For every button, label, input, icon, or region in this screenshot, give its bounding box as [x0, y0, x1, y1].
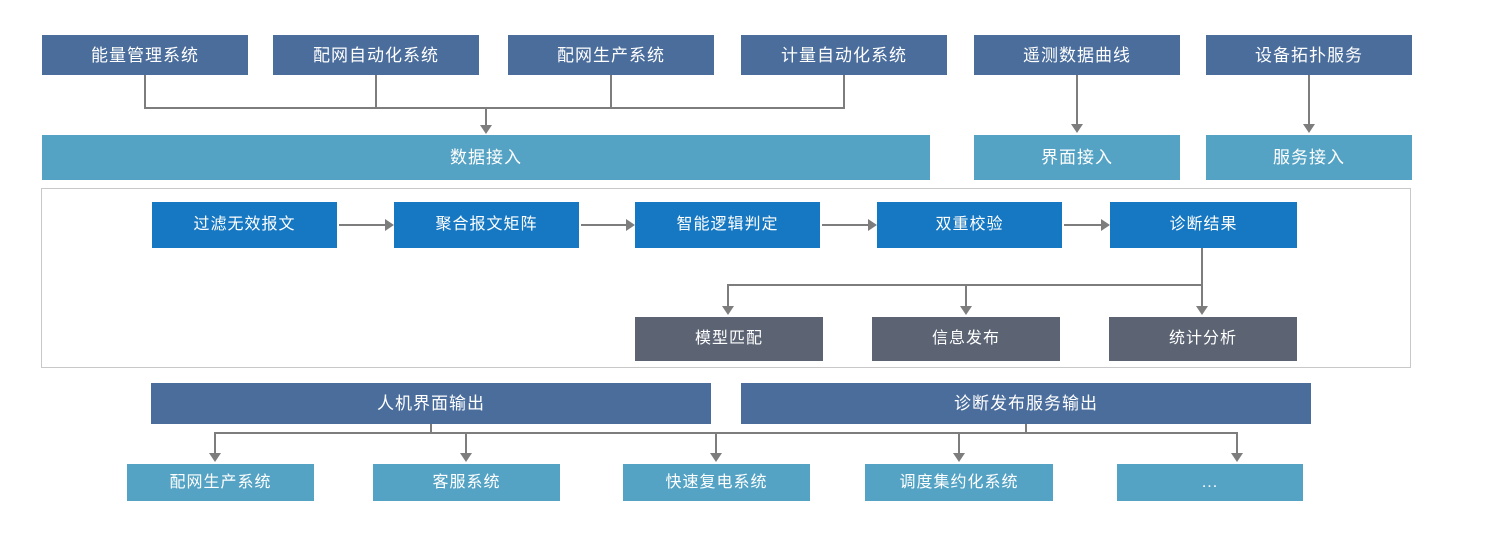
connector-line — [214, 432, 216, 453]
connector-line — [465, 432, 467, 453]
arrow-down-icon — [1071, 124, 1083, 133]
connector-line — [1064, 224, 1101, 226]
arrow-down-icon — [209, 453, 221, 462]
connector-line — [965, 284, 967, 307]
output-bar-diagnosis-publish-service: 诊断发布服务输出 — [741, 383, 1311, 424]
arrow-down-icon — [710, 453, 722, 462]
source-box-distribution-production-system: 配网生产系统 — [508, 35, 714, 75]
arrow-down-icon — [1303, 124, 1315, 133]
source-box-energy-management-system: 能量管理系统 — [42, 35, 248, 75]
target-box-dispatch-centralization-system: 调度集约化系统 — [865, 464, 1053, 501]
connector-line — [1201, 248, 1203, 307]
arrow-down-icon — [953, 453, 965, 462]
result-box-model-matching: 模型匹配 — [635, 317, 823, 361]
arrow-down-icon — [1231, 453, 1243, 462]
connector-line — [1025, 424, 1027, 433]
connector-line — [339, 224, 385, 226]
arrow-down-icon — [460, 453, 472, 462]
pipeline-box-aggregate-message-matrix: 聚合报文矩阵 — [394, 202, 579, 248]
source-box-metering-automation-system: 计量自动化系统 — [741, 35, 947, 75]
pipeline-box-diagnosis-result: 诊断结果 — [1110, 202, 1297, 248]
arrow-down-icon — [722, 306, 734, 315]
result-box-statistics-analysis: 统计分析 — [1109, 317, 1297, 361]
result-box-info-publishing: 信息发布 — [872, 317, 1060, 361]
connector-line — [1076, 75, 1078, 125]
source-box-device-topology-service: 设备拓扑服务 — [1206, 35, 1412, 75]
connector-line — [1308, 75, 1310, 125]
target-box-customer-service-system: 客服系统 — [373, 464, 560, 501]
connector-line — [822, 224, 868, 226]
connector-line — [214, 432, 1238, 434]
arrow-right-icon — [626, 219, 635, 231]
arrow-right-icon — [1101, 219, 1110, 231]
connector-line — [430, 424, 432, 433]
arrow-down-icon — [480, 125, 492, 134]
connector-line — [843, 75, 845, 108]
target-box-more-ellipsis: ... — [1117, 464, 1303, 501]
connector-line — [485, 107, 487, 126]
arrow-right-icon — [868, 219, 877, 231]
target-box-distribution-production-system: 配网生产系统 — [127, 464, 314, 501]
pipeline-box-double-verification: 双重校验 — [877, 202, 1062, 248]
connector-line — [727, 284, 729, 307]
arrow-right-icon — [385, 219, 394, 231]
arrow-down-icon — [1196, 306, 1208, 315]
connector-line — [144, 75, 146, 108]
output-bar-hmi: 人机界面输出 — [151, 383, 711, 424]
connector-line — [610, 75, 612, 108]
connector-line — [1236, 432, 1238, 453]
connector-line — [581, 224, 626, 226]
access-bar-interface: 界面接入 — [974, 135, 1180, 180]
arrow-down-icon — [960, 306, 972, 315]
access-bar-data: 数据接入 — [42, 135, 930, 180]
pipeline-box-intelligent-logic-judgment: 智能逻辑判定 — [635, 202, 820, 248]
connector-line — [375, 75, 377, 108]
connector-line — [144, 107, 845, 109]
connector-line — [958, 432, 960, 453]
access-bar-service: 服务接入 — [1206, 135, 1412, 180]
source-box-distribution-automation-system: 配网自动化系统 — [273, 35, 479, 75]
source-box-telemetry-data-curve: 遥测数据曲线 — [974, 35, 1180, 75]
pipeline-box-filter-invalid-messages: 过滤无效报文 — [152, 202, 337, 248]
connector-line — [715, 432, 717, 453]
target-box-rapid-restoration-system: 快速复电系统 — [623, 464, 810, 501]
